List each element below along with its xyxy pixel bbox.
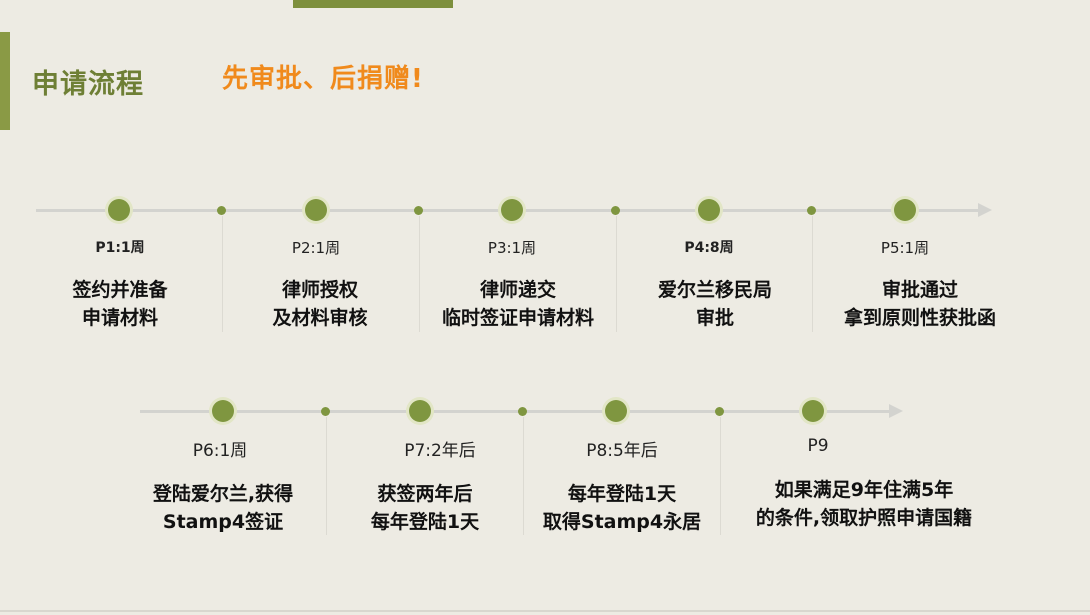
step-p4-description: 爱尔兰移民局 审批	[625, 276, 805, 332]
step-desc-line: 临时签证申请材料	[441, 307, 594, 329]
step-p2-description: 律师授权 及材料审核	[230, 276, 410, 332]
step-desc-line: 登陆爱尔兰,获得	[152, 483, 294, 505]
divider	[812, 216, 813, 332]
step-p6-label: P6:1周	[192, 441, 248, 461]
page-title: 申请流程	[32, 69, 144, 100]
step-desc-line: 的条件,领取护照申请国籍	[755, 507, 973, 529]
step-desc-line: 签约并准备	[72, 279, 168, 301]
timeline-separator-dot	[715, 407, 724, 416]
step-p4-marker	[698, 199, 720, 221]
divider	[419, 216, 420, 332]
step-desc-line: 审批	[695, 307, 734, 329]
step-p3-label: P3:1周	[487, 239, 537, 257]
step-desc-line: 拿到原则性获批函	[843, 307, 996, 329]
step-p9-marker	[802, 400, 824, 422]
step-desc-line: 如果满足9年住满5年	[774, 479, 954, 501]
step-desc-line: Stamp4签证	[162, 511, 284, 533]
timeline-separator-dot	[611, 206, 620, 215]
timeline-row2-line	[140, 410, 890, 413]
step-p5-marker	[894, 199, 916, 221]
step-desc-line: 每年登陆1天	[370, 511, 480, 533]
step-p2-label: P2:1周	[291, 239, 341, 257]
step-p3-marker	[501, 199, 523, 221]
divider	[222, 216, 223, 332]
bottom-border	[0, 610, 1090, 612]
step-p5-description: 审批通过 拿到原则性获批函	[815, 276, 1025, 332]
step-p8-description: 每年登陆1天 取得Stamp4永居	[524, 480, 720, 536]
step-desc-line: 及材料审核	[272, 307, 368, 329]
timeline-separator-dot	[807, 206, 816, 215]
step-p5-label: P5:1周	[880, 239, 930, 257]
top-accent-bar	[293, 0, 453, 8]
timeline-row1-arrow-icon	[978, 203, 992, 217]
timeline-separator-dot	[414, 206, 423, 215]
step-p3-description: 律师递交 临时签证申请材料	[420, 276, 616, 332]
step-desc-line: 每年登陆1天	[567, 483, 677, 505]
divider	[720, 417, 721, 535]
step-p1-description: 签约并准备 申请材料	[30, 276, 210, 332]
step-p7-description: 获签两年后 每年登陆1天	[335, 480, 515, 536]
step-p7-label: P7:2年后	[404, 441, 476, 461]
step-p1-label: P1:1周	[95, 240, 145, 256]
step-desc-line: 申请材料	[81, 307, 158, 329]
step-desc-line: 律师递交	[479, 279, 556, 301]
step-desc-line: 获签两年后	[377, 483, 473, 505]
divider	[326, 417, 327, 535]
step-p6-marker	[212, 400, 234, 422]
timeline-row2-arrow-icon	[889, 404, 903, 418]
step-desc-line: 律师授权	[281, 279, 358, 301]
step-p2-marker	[305, 199, 327, 221]
page-subtitle: 先审批、后捐赠!	[222, 64, 424, 94]
step-p1-marker	[108, 199, 130, 221]
timeline-separator-dot	[321, 407, 330, 416]
step-p9-description: 如果满足9年住满5年 的条件,领取护照申请国籍	[718, 476, 1010, 532]
timeline-separator-dot	[217, 206, 226, 215]
step-p8-marker	[605, 400, 627, 422]
step-p8-label: P8:5年后	[586, 441, 658, 461]
left-accent-bar	[0, 32, 10, 130]
step-p4-label: P4:8周	[684, 240, 734, 256]
step-desc-line: 审批通过	[881, 279, 958, 301]
step-desc-line: 取得Stamp4永居	[542, 511, 702, 533]
timeline-separator-dot	[518, 407, 527, 416]
step-p7-marker	[409, 400, 431, 422]
step-p6-description: 登陆爱尔兰,获得 Stamp4签证	[120, 480, 326, 536]
divider	[523, 417, 524, 535]
step-desc-line: 爱尔兰移民局	[657, 279, 772, 301]
divider	[616, 216, 617, 332]
step-p9-label: P9	[807, 436, 829, 456]
